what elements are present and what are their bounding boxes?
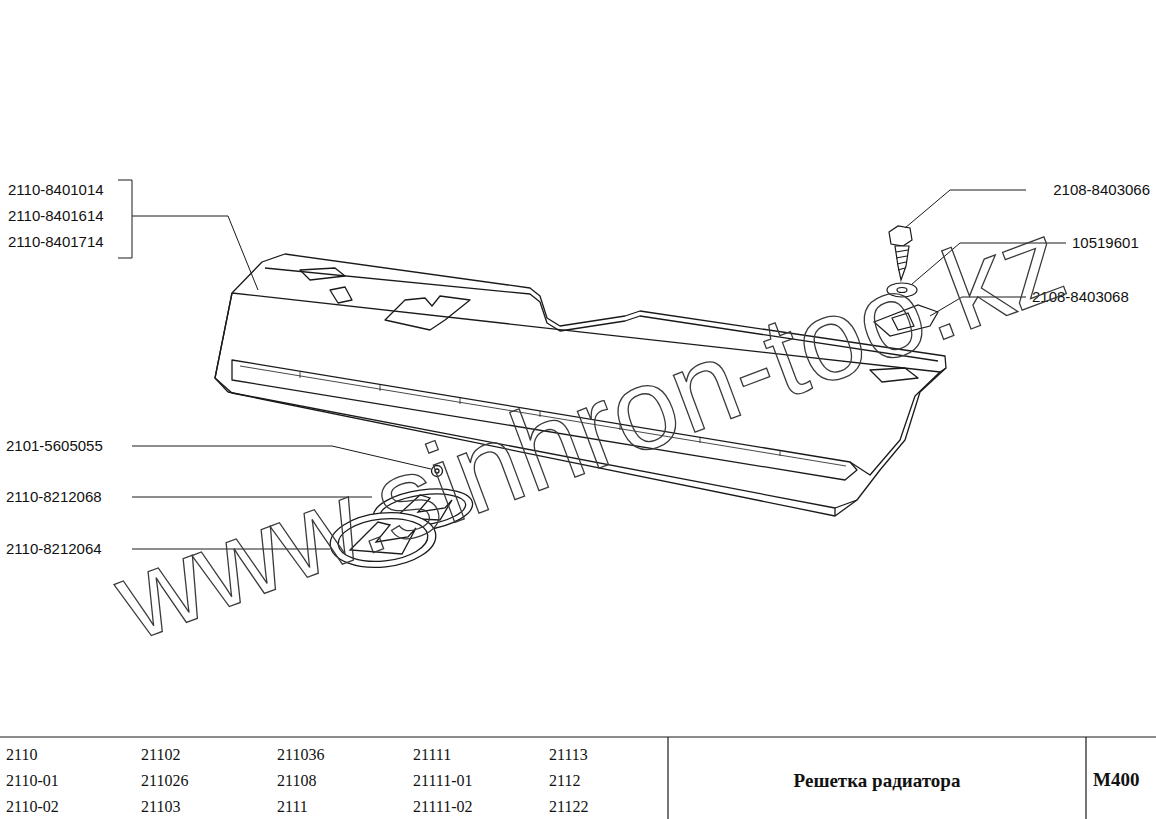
model-code: 2112 xyxy=(549,772,580,790)
model-code: 2111 xyxy=(277,798,308,816)
title-block-lines xyxy=(0,737,1156,819)
model-code: 21103 xyxy=(141,798,180,816)
sheet-code: M400 xyxy=(1093,771,1139,789)
model-code: 21102 xyxy=(141,746,180,764)
model-code: 211026 xyxy=(141,772,188,790)
model-code: 21122 xyxy=(549,798,588,816)
part-number: 2110-8401714 xyxy=(8,233,104,251)
sheet-title: Решетка радиатора xyxy=(794,772,961,790)
model-code: 21108 xyxy=(277,772,316,790)
part-number: 2110-8401614 xyxy=(8,207,104,225)
model-code: 2110 xyxy=(6,746,37,764)
model-code: 21111-02 xyxy=(413,798,473,816)
part-number: 10519601 xyxy=(1072,234,1139,252)
model-code: 211036 xyxy=(277,746,324,764)
watermark: www.sinhron-too.kz xyxy=(102,201,1079,659)
part-number: 2110-8212068 xyxy=(6,488,102,506)
part-number: 2108-8403066 xyxy=(1053,181,1150,199)
model-code: 2110-02 xyxy=(6,798,59,816)
part-number: 2110-8401014 xyxy=(8,181,104,199)
part-number: 2101-5605055 xyxy=(6,437,103,455)
model-code: 21111 xyxy=(413,746,451,764)
model-code: 2110-01 xyxy=(6,772,59,790)
part-number: 2110-8212064 xyxy=(6,540,102,558)
model-code: 21111-01 xyxy=(413,772,473,790)
model-code: 21113 xyxy=(549,746,588,764)
